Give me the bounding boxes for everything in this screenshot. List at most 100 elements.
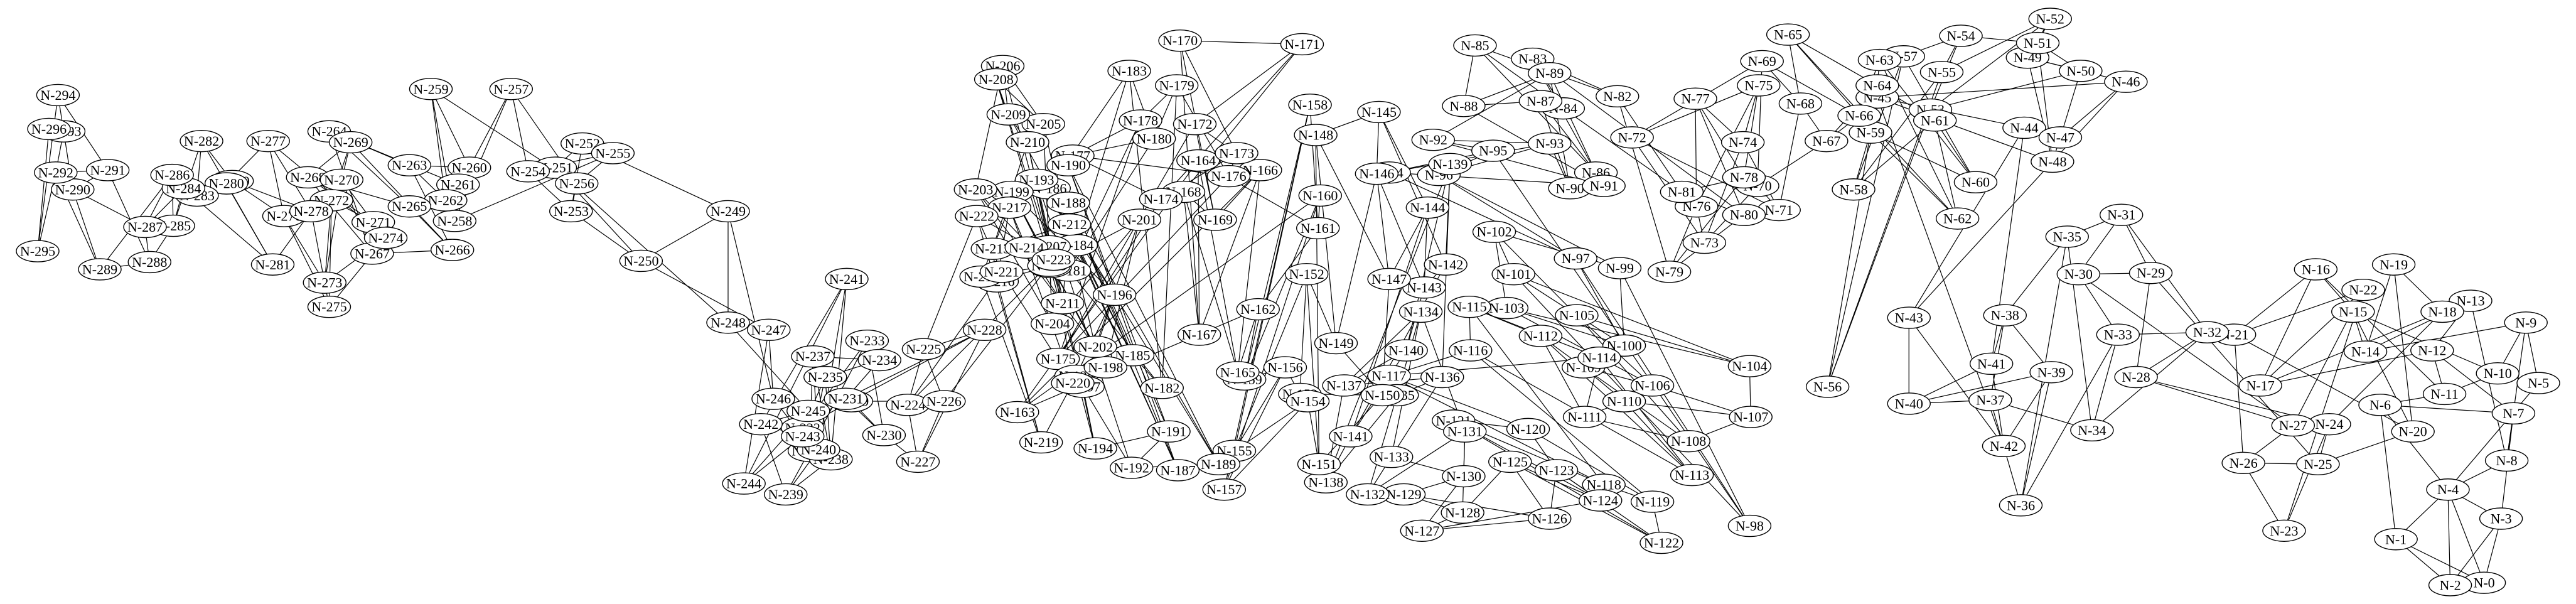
graph-node: N-3 (2479, 507, 2523, 530)
node-label: N-95 (1479, 143, 1507, 159)
edge (1743, 85, 1759, 178)
node-label: N-230 (866, 428, 901, 443)
graph-node: N-211 (1041, 292, 1085, 315)
node-ellipse (781, 425, 825, 448)
graph-node: N-146 (1355, 163, 1399, 185)
graph-node: N-87 (1518, 90, 1563, 112)
node-label: N-287 (127, 219, 163, 235)
node-label: N-34 (2078, 423, 2106, 438)
node-label: N-30 (2064, 266, 2093, 282)
node-label: N-23 (2270, 523, 2298, 539)
edge (1233, 367, 1286, 451)
node-label: N-234 (862, 352, 897, 368)
node-label: N-133 (1374, 449, 1409, 465)
node-label: N-81 (1668, 184, 1696, 200)
node-label: N-227 (900, 454, 935, 470)
graph-node: N-20 (2391, 420, 2435, 443)
node-label: N-151 (1301, 456, 1336, 472)
graph-node: N-288 (127, 251, 171, 274)
graph-node: N-35 (2045, 225, 2089, 248)
edge (1306, 274, 1337, 343)
graph-node: N-31 (2099, 203, 2144, 226)
graph-node: N-77 (1673, 87, 1717, 110)
node-ellipse (1046, 191, 1090, 214)
node-ellipse (1518, 325, 1563, 347)
node-label: N-257 (493, 81, 529, 97)
graph-node: N-134 (1398, 300, 1443, 323)
graph-node: N-263 (387, 154, 431, 176)
edge (1388, 207, 1428, 279)
node-ellipse (2476, 362, 2520, 385)
edge (1068, 164, 1219, 465)
node-ellipse (1294, 124, 1338, 146)
graph-node: N-25 (2296, 453, 2340, 475)
node-label: N-98 (1736, 518, 1764, 534)
graph-node: N-294 (36, 84, 80, 107)
node-label: N-127 (1404, 523, 1439, 539)
graph-node: N-50 (2059, 60, 2103, 82)
node-label: N-205 (1026, 116, 1061, 132)
node-label: N-4 (2437, 482, 2459, 497)
node-ellipse (1030, 312, 1075, 335)
node-ellipse (1370, 446, 1414, 468)
graph-node: N-133 (1370, 446, 1414, 468)
graph-node: N-108 (1666, 429, 1710, 453)
node-ellipse (2516, 372, 2560, 394)
node-label: N-24 (2315, 416, 2343, 432)
node-ellipse (34, 161, 78, 184)
graph-node: N-176 (1206, 164, 1251, 188)
graph-node: N-81 (1660, 180, 1704, 203)
edge (1528, 428, 1653, 502)
edge (2432, 350, 2514, 414)
node-label: N-203 (958, 181, 993, 197)
edge (2447, 489, 2451, 586)
graph-node: N-227 (896, 450, 940, 473)
graph-node: N-74 (1720, 131, 1765, 154)
edge (2364, 264, 2395, 352)
node-ellipse (1036, 347, 1080, 370)
node-label: N-28 (2122, 369, 2150, 385)
node-label: N-269 (333, 134, 368, 150)
node-ellipse (1506, 418, 1550, 441)
graph-node: N-24 (2307, 413, 2351, 436)
node-ellipse (27, 117, 71, 141)
node-label: N-142 (1428, 257, 1463, 272)
node-ellipse (1673, 87, 1717, 110)
node-ellipse (2294, 258, 2338, 281)
edge (1908, 317, 2004, 446)
node-ellipse (2070, 419, 2114, 441)
node-label: N-225 (906, 342, 941, 357)
node-ellipse (1472, 220, 1516, 243)
node-label: N-74 (1729, 134, 1757, 150)
node-label: N-183 (1112, 63, 1147, 78)
graph-node: N-60 (1953, 171, 1998, 193)
node-label: N-188 (1051, 195, 1086, 210)
edge (1930, 70, 2081, 111)
node-label: N-63 (1865, 52, 1894, 68)
edge (1991, 127, 2025, 364)
node-ellipse (955, 205, 999, 227)
node-ellipse (1778, 92, 1823, 115)
graph-node: N-46 (2104, 70, 2148, 93)
node-label: N-19 (2380, 257, 2408, 272)
graph-node: N-242 (739, 413, 783, 436)
graph-node: N-224 (886, 394, 930, 416)
graph-node: N-273 (303, 271, 346, 294)
node-label: N-108 (1671, 433, 1706, 449)
edge (1695, 98, 1744, 178)
graph-node: N-226 (922, 390, 966, 413)
node-label: N-158 (1292, 97, 1328, 112)
node-ellipse (803, 365, 847, 389)
edge (37, 129, 50, 252)
node-label: N-71 (1765, 202, 1793, 218)
graph-node: N-97 (1554, 247, 1597, 270)
edge (1669, 177, 1744, 272)
edge (1788, 34, 1801, 104)
node-label: N-16 (2302, 261, 2330, 277)
node-label: N-8 (2496, 453, 2517, 468)
graph-node: N-102 (1472, 220, 1516, 243)
graph-node: N-14 (2343, 340, 2388, 363)
node-ellipse (953, 178, 997, 201)
node-label: N-48 (2038, 154, 2066, 170)
